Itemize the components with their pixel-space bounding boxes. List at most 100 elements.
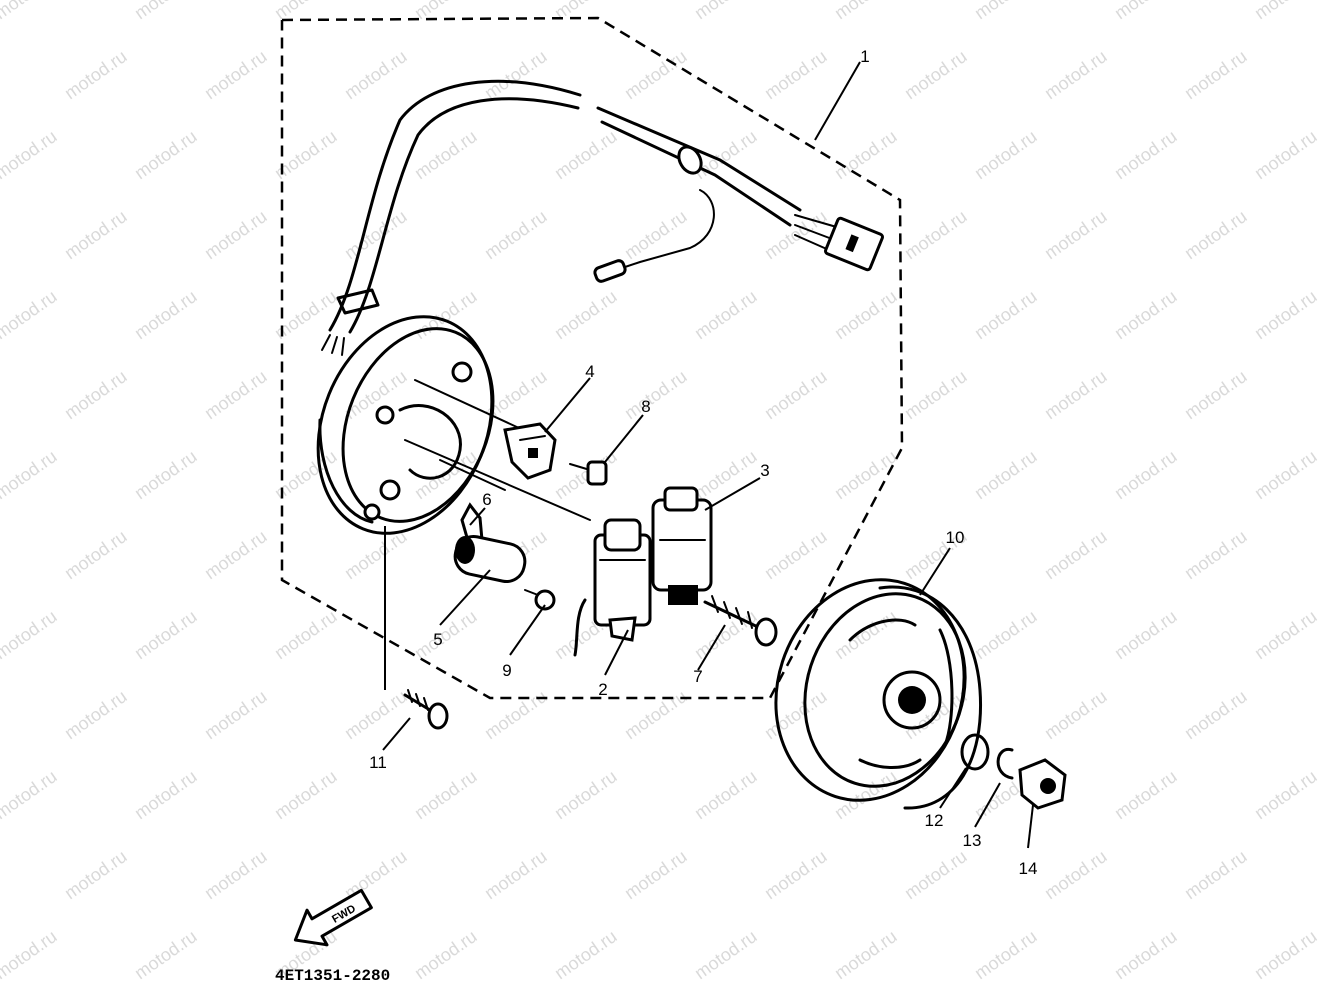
- watermark-text: motod.ru: [61, 46, 131, 103]
- watermark-text: motod.ru: [1251, 0, 1321, 23]
- watermark-text: motod.ru: [621, 846, 691, 903]
- watermark-text: motod.ru: [761, 526, 831, 583]
- watermark-text: motod.ru: [901, 366, 971, 423]
- watermark-text: motod.ru: [61, 846, 131, 903]
- watermark-text: motod.ru: [1111, 126, 1181, 183]
- watermark-text: motod.ru: [1251, 606, 1321, 663]
- watermark-text: motod.ru: [411, 926, 481, 983]
- watermark-text: motod.ru: [971, 0, 1041, 23]
- watermark-text: motod.ru: [131, 0, 201, 23]
- watermark-text: motod.ru: [691, 126, 761, 183]
- watermark-text: motod.ru: [1041, 526, 1111, 583]
- callout-13: 13: [963, 831, 982, 850]
- wire-harness: [321, 79, 884, 356]
- washer-12: [960, 733, 990, 771]
- watermark-text: motod.ru: [551, 0, 621, 23]
- watermark-text: motod.ru: [831, 0, 901, 23]
- watermark-text: motod.ru: [1041, 206, 1111, 263]
- screw-8: [569, 460, 608, 486]
- callout-14: 14: [1019, 859, 1038, 878]
- watermark-text: motod.ru: [1111, 286, 1181, 343]
- watermark-text: motod.ru: [341, 526, 411, 583]
- watermark-text: motod.ru: [341, 686, 411, 743]
- watermark-text: motod.ru: [1181, 686, 1251, 743]
- watermark-text: motod.ru: [971, 446, 1041, 503]
- watermark-text: motod.ru: [411, 286, 481, 343]
- watermark-text: motod.ru: [901, 206, 971, 263]
- watermark-text: motod.ru: [271, 606, 341, 663]
- watermark-text: motod.ru: [1041, 846, 1111, 903]
- nut-14: [1018, 758, 1067, 810]
- watermark-text: motod.ru: [0, 446, 60, 503]
- fwd-arrow-icon: FWD: [293, 888, 373, 947]
- watermark-text: motod.ru: [341, 206, 411, 263]
- watermark-text: motod.ru: [1111, 766, 1181, 823]
- watermark-text: motod.ru: [411, 766, 481, 823]
- watermark-text: motod.ru: [1251, 446, 1321, 503]
- watermark-text: motod.ru: [131, 446, 201, 503]
- watermark-text: motod.ru: [761, 366, 831, 423]
- pickup-coil: [503, 422, 557, 480]
- watermark-text: motod.ru: [0, 286, 60, 343]
- watermark-text: motod.ru: [691, 0, 761, 23]
- watermark-text: motod.ru: [481, 846, 551, 903]
- watermark-text: motod.ru: [551, 286, 621, 343]
- stator-base: [316, 315, 591, 535]
- watermark-text: motod.ru: [411, 126, 481, 183]
- cdi-unit: [651, 486, 713, 605]
- callout-7: 7: [693, 667, 702, 686]
- watermark-text: motod.ru: [201, 206, 271, 263]
- callout-9: 9: [502, 661, 511, 680]
- watermark-text: motod.ru: [131, 606, 201, 663]
- watermark-text: motod.ru: [1181, 366, 1251, 423]
- lighting-coil: [453, 502, 527, 584]
- watermark-text: motod.ru: [1041, 686, 1111, 743]
- watermark-text: motod.ru: [691, 286, 761, 343]
- callout-11: 11: [369, 753, 387, 772]
- callout-6: 6: [482, 490, 491, 509]
- watermark-text: motod.ru: [621, 686, 691, 743]
- assembly-boundary: [280, 16, 904, 700]
- watermark-text: motod.ru: [481, 206, 551, 263]
- watermark-text: motod.ru: [411, 606, 481, 663]
- watermark-text: motod.ru: [201, 46, 271, 103]
- watermark-text: motod.ru: [201, 366, 271, 423]
- watermark-text: motod.ru: [0, 126, 60, 183]
- screw-7: [703, 595, 778, 647]
- callout-labels: 1 2 3 4 5 6 7 8 9 10 11 12 13 14: [369, 47, 1037, 878]
- watermark-text: motod.ru: [621, 206, 691, 263]
- watermark-text: motod.ru: [1251, 286, 1321, 343]
- watermark-text: motod.ru: [131, 126, 201, 183]
- watermark-text: motod.ru: [1181, 526, 1251, 583]
- watermark-text: motod.ru: [551, 126, 621, 183]
- watermark-text: motod.ru: [131, 286, 201, 343]
- watermark-text: motod.ru: [201, 686, 271, 743]
- watermark-text: motod.ru: [0, 926, 60, 983]
- callout-2: 2: [598, 680, 607, 699]
- watermark-text: motod.ru: [1111, 606, 1181, 663]
- watermark-text: motod.ru: [691, 926, 761, 983]
- watermark-text: motod.ru: [1111, 926, 1181, 983]
- watermark-text: motod.ru: [0, 0, 60, 23]
- watermark-text: motod.ru: [831, 286, 901, 343]
- watermark-text: motod.ru: [481, 46, 551, 103]
- watermark-text: motod.ru: [831, 926, 901, 983]
- watermark-text: motod.ru: [761, 846, 831, 903]
- watermark-text: motod.ru: [761, 46, 831, 103]
- watermark-text: motod.ru: [1041, 46, 1111, 103]
- watermark-text: motod.ru: [1181, 846, 1251, 903]
- watermark-text: motod.ru: [971, 286, 1041, 343]
- watermark-text: motod.ru: [1251, 926, 1321, 983]
- flywheel-rotor: [774, 578, 983, 810]
- circlip-13: [996, 748, 1014, 780]
- watermark-text: motod.ru: [1251, 126, 1321, 183]
- watermark-text: motod.ru: [1111, 0, 1181, 23]
- watermark-text: motod.ru: [481, 686, 551, 743]
- watermark-text: motod.ru: [691, 446, 761, 503]
- watermark-text: motod.ru: [831, 126, 901, 183]
- watermark-text: motod.ru: [201, 526, 271, 583]
- watermark-text: motod.ru: [1251, 766, 1321, 823]
- callout-3: 3: [760, 461, 769, 480]
